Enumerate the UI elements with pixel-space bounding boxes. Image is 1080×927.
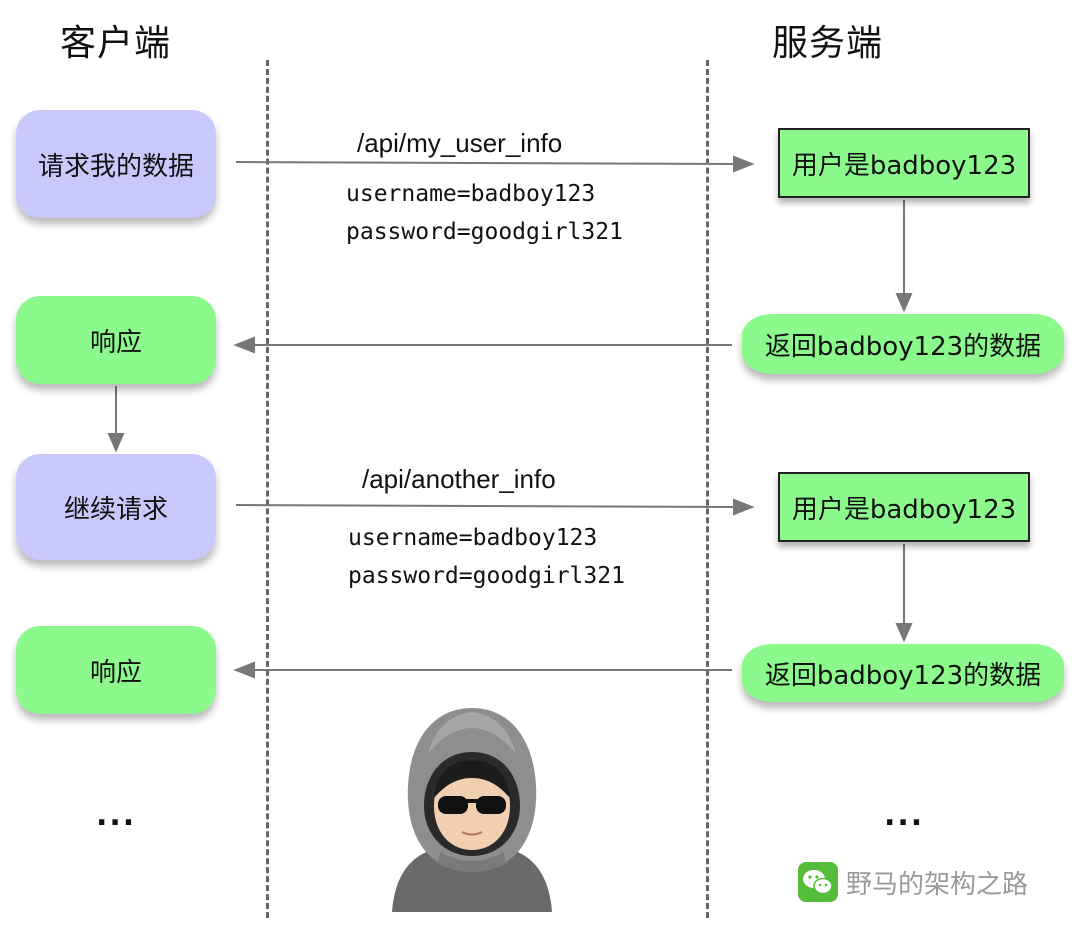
client-down-arrow-head bbox=[107, 433, 125, 453]
right-dashed-divider bbox=[706, 60, 709, 918]
password-line-1: password=goodgirl321 bbox=[346, 219, 623, 245]
request-arrow-2-head bbox=[733, 498, 755, 516]
client-response-node-1: 响应 bbox=[16, 296, 216, 384]
server-check-node-2: 用户是badboy123 bbox=[778, 472, 1030, 542]
server-check-node-1: 用户是badboy123 bbox=[778, 128, 1030, 198]
username-line-2: username=badboy123 bbox=[348, 525, 598, 551]
client-response-label-1: 响应 bbox=[89, 327, 142, 358]
server-return-node-1: 返回badboy123的数据 bbox=[742, 314, 1064, 374]
request-path-2: /api/another_info bbox=[362, 464, 556, 494]
server-down-arrow-2-head bbox=[895, 623, 913, 643]
watermark: 野马的架构之路 bbox=[798, 862, 1028, 902]
username-line-1: username=badboy123 bbox=[346, 181, 596, 207]
client-request-label-1: 请求我的数据 bbox=[37, 151, 194, 182]
client-response-node-2: 响应 bbox=[16, 626, 216, 714]
client-response-label-2: 响应 bbox=[89, 657, 142, 688]
credentials-1: username=badboy123 password=goodgirl321 bbox=[346, 175, 623, 251]
client-request-node-2: 继续请求 bbox=[16, 454, 216, 560]
server-check-label-2: 用户是badboy123 bbox=[791, 494, 1017, 525]
request-arrow-1-head bbox=[733, 155, 755, 173]
watermark-text: 野马的架构之路 bbox=[846, 869, 1029, 900]
client-header: 客户端 bbox=[60, 23, 172, 64]
request-arrow-2 bbox=[235, 504, 739, 508]
server-down-arrow-1-head bbox=[895, 293, 913, 313]
client-ellipsis: ... bbox=[96, 798, 137, 833]
request-path-1: /api/my_user_info bbox=[357, 128, 563, 158]
server-return-label-1: 返回badboy123的数据 bbox=[764, 331, 1042, 362]
left-dashed-divider bbox=[266, 60, 269, 918]
server-check-label-1: 用户是badboy123 bbox=[791, 150, 1017, 181]
server-return-node-2: 返回badboy123的数据 bbox=[742, 644, 1064, 702]
server-return-label-2: 返回badboy123的数据 bbox=[764, 660, 1042, 691]
response-arrow-2-head bbox=[233, 661, 255, 679]
server-header: 服务端 bbox=[772, 23, 884, 64]
response-arrow-1-head bbox=[233, 336, 255, 354]
credentials-2: username=badboy123 password=goodgirl321 bbox=[348, 519, 625, 595]
client-request-node-1: 请求我的数据 bbox=[16, 110, 216, 218]
request-arrow-1 bbox=[235, 161, 739, 165]
hacker-hoodie-sunglasses-icon bbox=[392, 708, 552, 912]
client-request-label-2: 继续请求 bbox=[63, 494, 168, 525]
server-ellipsis: ... bbox=[884, 798, 925, 833]
password-line-2: password=goodgirl321 bbox=[348, 563, 625, 589]
wechat-icon bbox=[798, 862, 838, 902]
